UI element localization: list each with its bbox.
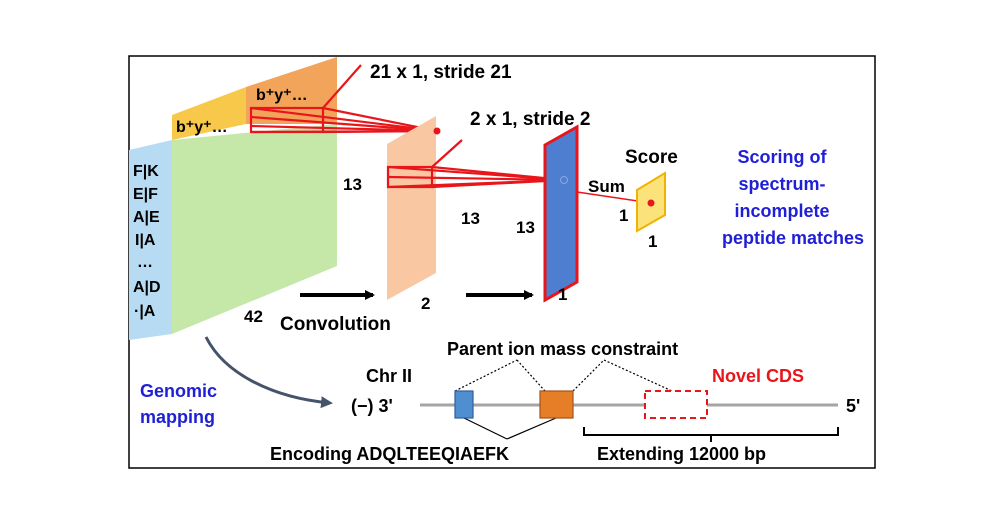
- kernel2-target-dot: [560, 176, 568, 184]
- residue-pair: ·|A: [134, 303, 156, 320]
- constraint-line: [603, 359, 673, 392]
- kernel1-line: [250, 124, 438, 133]
- extending-bracket: [583, 427, 839, 442]
- layer2-height-label-a: 13: [461, 209, 480, 228]
- genomic-mapping-label: Genomic: [140, 381, 217, 401]
- conv-layer-2: [543, 124, 579, 303]
- score-width-label: 1: [648, 232, 657, 251]
- mass-constraint-lines: [454, 359, 673, 392]
- kernel1-line: [322, 64, 362, 109]
- residue-pair: I|A: [135, 232, 156, 249]
- layer2-height-label-b: 13: [516, 218, 535, 237]
- chromosome-label: Chr II: [366, 366, 412, 386]
- genomic-mapping-label: mapping: [140, 407, 215, 427]
- score-title: Score: [625, 147, 678, 168]
- layer2-width-label: 1: [558, 285, 567, 304]
- spectrum-matrix: [172, 124, 337, 334]
- scoring-caption-line: incomplete: [734, 201, 829, 221]
- strand-label: (−) 3': [351, 396, 393, 416]
- scoring-caption: Scoring of spectrum- incomplete peptide …: [722, 147, 864, 248]
- kernel2-line: [387, 175, 565, 182]
- residue-pair: A|D: [133, 279, 161, 296]
- extending-label: Extending 12000 bp: [597, 444, 766, 464]
- residue-pair: F|K: [133, 163, 159, 180]
- scoring-caption-line: Scoring of: [738, 147, 828, 167]
- input-matrix: b⁺y⁺… b⁺y⁺… F|K E|F A|E I|A … A|D ·|A 42: [129, 57, 337, 340]
- layer1-width-label: 2: [421, 294, 430, 313]
- kernel1-label: 21 x 1, stride 21: [370, 62, 512, 83]
- constraint-line: [454, 359, 518, 392]
- constraint-line: [516, 359, 546, 392]
- kernel1-target-dot: [433, 127, 441, 135]
- exon-orange: [539, 390, 574, 419]
- novel-cds-label: Novel CDS: [712, 366, 804, 386]
- score-dot: [647, 199, 655, 207]
- ion-strip-yellow: [172, 87, 246, 140]
- encoding-lines: [463, 417, 557, 440]
- score-height-label: 1: [619, 206, 628, 225]
- ion-label-orange: b⁺y⁺…: [256, 87, 308, 104]
- kernel1-line: [250, 106, 438, 133]
- kernel2-line: [431, 139, 463, 168]
- matrix-width-label: 42: [244, 307, 263, 326]
- kernel1-line: [250, 115, 438, 133]
- genomic-mapping-arrow: [204, 336, 333, 409]
- encoding-label: Encoding ADQLTEEQIAEFK: [270, 444, 509, 464]
- encoding-line: [506, 417, 557, 440]
- residue-pair: A|E: [133, 209, 160, 226]
- conv-layer-1: [387, 116, 436, 300]
- residue-panel: [129, 140, 172, 340]
- kernel2-lines: [386, 139, 565, 189]
- residue-pair-list: F|K E|F A|E I|A … A|D ·|A: [133, 163, 161, 320]
- convolution-label: Convolution: [280, 314, 391, 335]
- kernel2-line: [431, 178, 565, 189]
- encoding-line: [463, 417, 508, 440]
- kernel2-label: 2 x 1, stride 2: [470, 109, 590, 130]
- novel-cds-box: [644, 390, 708, 419]
- five-prime-label: 5': [846, 396, 860, 416]
- mass-constraint-label: Parent ion mass constraint: [447, 339, 678, 359]
- scoring-caption-line: spectrum-: [738, 174, 825, 194]
- residue-pair: E|F: [133, 186, 158, 203]
- residue-pair: …: [137, 254, 153, 271]
- sum-label: Sum: [588, 177, 625, 196]
- constraint-line: [572, 359, 605, 392]
- ion-label-yellow: b⁺y⁺…: [176, 119, 228, 136]
- kernel2-line: [431, 165, 565, 182]
- exon-blue: [454, 390, 474, 419]
- layer1-height-label: 13: [343, 175, 362, 194]
- scoring-caption-line: peptide matches: [722, 228, 864, 248]
